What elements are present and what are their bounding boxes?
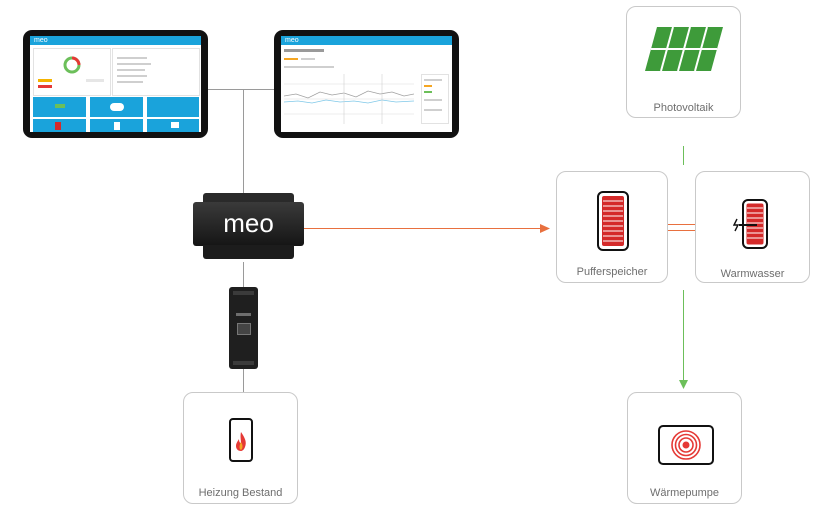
dashboard-card [112,48,200,96]
chart-side-panel [421,74,449,124]
flame-icon [229,418,253,462]
tablet-dashboard-logo: meo [30,36,201,45]
waermepumpe-label: Wärmepumpe [649,487,720,499]
buffer-tank-icon [597,191,629,251]
arrow-head-right-icon [540,224,550,233]
heizung-bestand-label: Heizung Bestand [198,487,283,499]
controller-to-puffer-arrow-line [304,228,544,229]
dashboard-card [33,48,111,96]
tablet-charts: meo [274,30,459,138]
dashboard-tile [33,119,86,132]
storage-to-heatpump-line [683,290,684,382]
tablet-charts-logo: meo [281,36,452,45]
node-waermepumpe: Wärmepumpe [627,392,742,504]
tablet-link-horizontal [208,89,274,90]
tablet-dashboard-screen: meo [30,36,201,132]
heat-pump-icon [658,425,714,465]
puffer-warmwasser-link-2 [668,230,695,231]
photovoltaik-label: Photovoltaik [653,102,714,114]
node-photovoltaik: Photovoltaik [626,6,741,118]
dashboard-gauge-icon [63,56,81,74]
dashboard-tile [147,97,199,117]
hot-water-tank-icon [733,199,768,249]
warmwasser-label: Warmwasser [720,268,785,280]
dashboard-tile [147,119,199,132]
module-to-heizung-line [243,368,244,392]
dashboard-tile [90,97,143,117]
arrow-head-down-icon [679,380,688,389]
puffer-warmwasser-link-1 [668,224,695,225]
node-pufferspeicher: Pufferspeicher [556,171,668,283]
controller-to-module-line [243,262,244,288]
meo-controller: meo [193,193,304,263]
node-heizung-bestand: Heizung Bestand [183,392,298,504]
pufferspeicher-label: Pufferspeicher [576,266,648,278]
io-module [229,287,258,369]
tablet-chart-graphic [284,74,414,124]
dashboard-tile [33,97,86,117]
tablet-dashboard: meo [23,30,208,138]
dashboard-tile [90,119,143,132]
tablet-link-vertical [243,89,244,195]
meo-controller-logo: meo [223,208,274,238]
tablet-charts-screen: meo [281,36,452,132]
pv-to-storage-line [683,146,684,165]
solar-panel-icon [645,26,723,72]
node-warmwasser: Warmwasser [695,171,810,283]
